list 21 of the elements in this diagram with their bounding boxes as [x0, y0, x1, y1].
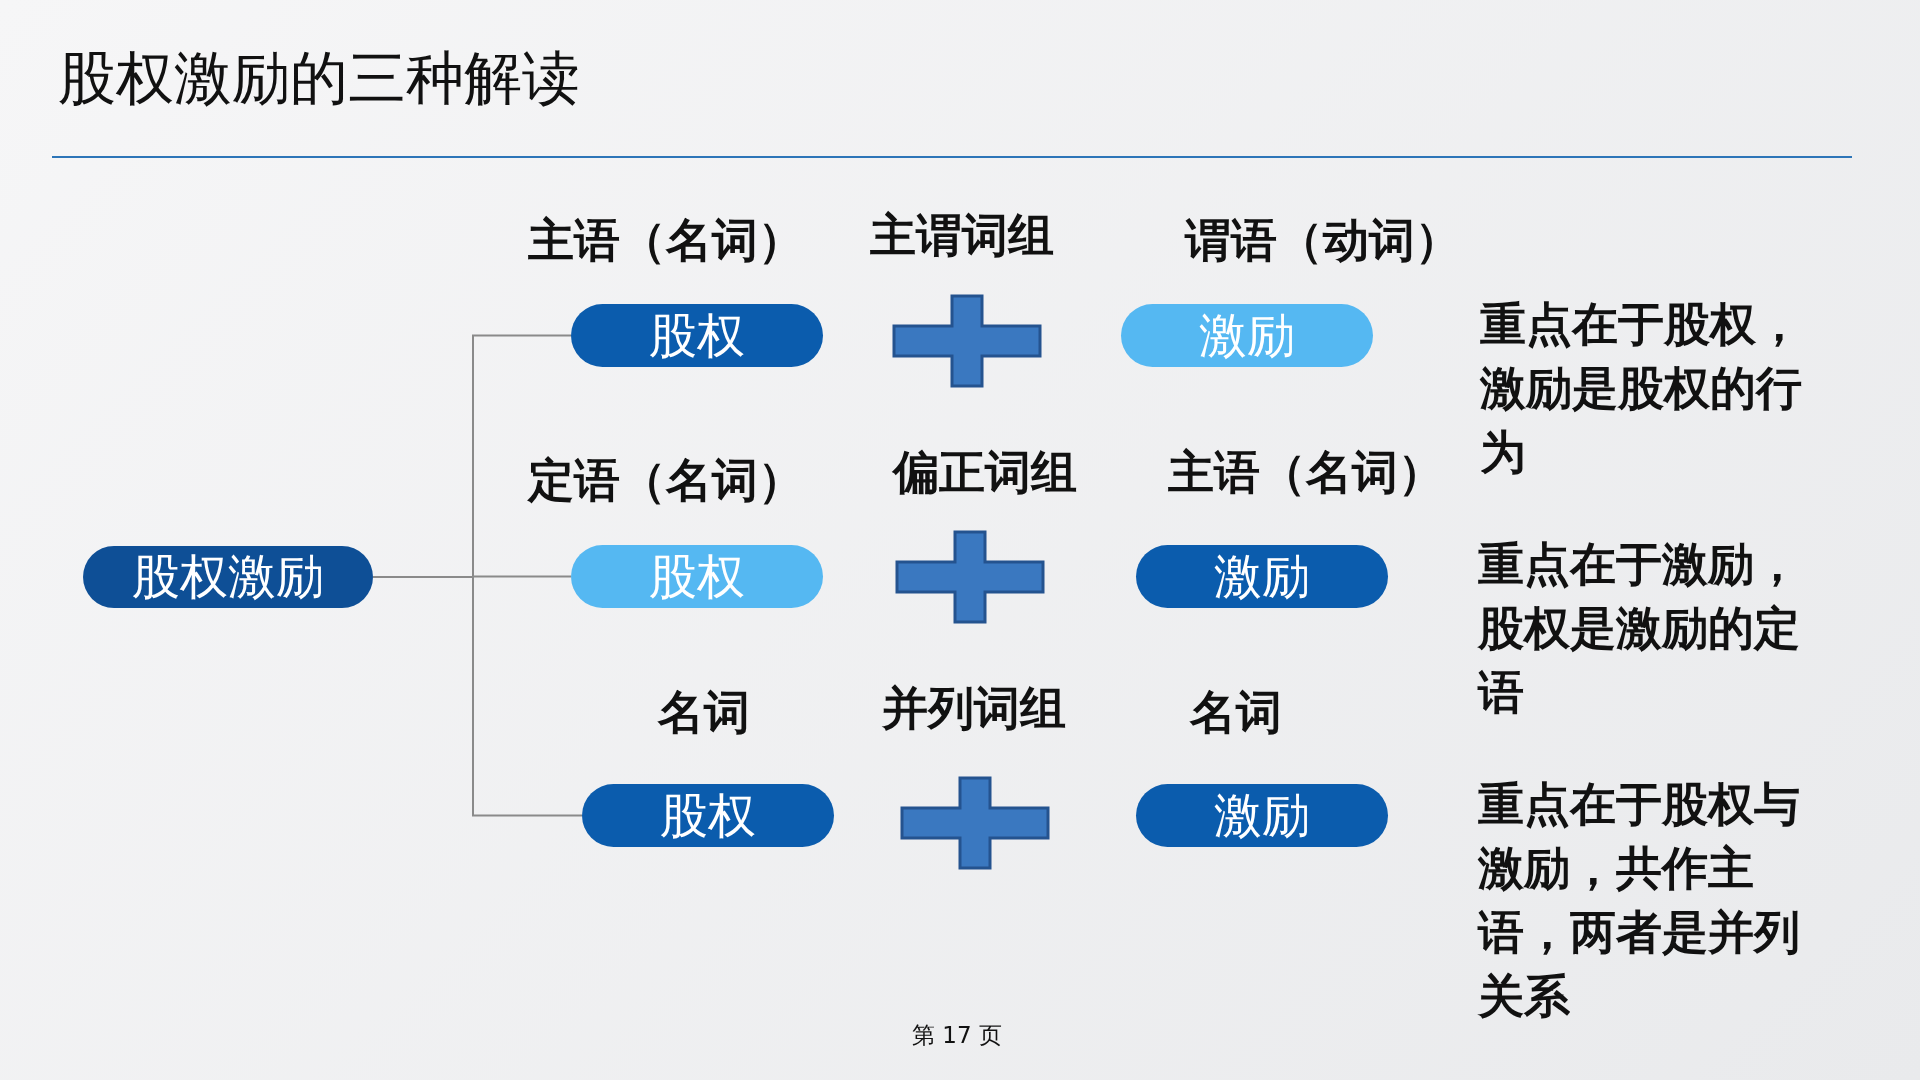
note-text: 重点在于激励，股权是激励的定语	[1478, 536, 1801, 721]
column-heading: 名词	[658, 684, 750, 741]
column-heading: 名词	[1190, 684, 1282, 741]
term-pill: 激励	[1136, 545, 1388, 608]
column-heading: 主语（名词）	[528, 212, 804, 269]
note-text: 重点在于股权与激励，共作主语，两者是并列关系	[1478, 776, 1801, 1025]
column-heading: 主谓词组	[870, 207, 1054, 264]
term-pill: 股权激励	[83, 546, 373, 608]
term-pill: 激励	[1121, 304, 1373, 367]
column-heading: 谓语（动词）	[1185, 212, 1461, 269]
column-heading: 定语（名词）	[528, 452, 804, 509]
term-pill: 激励	[1136, 784, 1388, 847]
page-number: 第 17 页	[912, 1021, 1002, 1050]
column-heading: 并列词组	[882, 680, 1066, 737]
title: 股权激励的三种解读	[58, 43, 580, 114]
column-heading: 主语（名词）	[1168, 444, 1444, 501]
column-heading: 偏正词组	[893, 444, 1077, 501]
term-pill: 股权	[582, 784, 834, 847]
term-pill: 股权	[571, 545, 823, 608]
term-pill: 股权	[571, 304, 823, 367]
note-text: 重点在于股权，激励是股权的行为	[1480, 296, 1803, 481]
